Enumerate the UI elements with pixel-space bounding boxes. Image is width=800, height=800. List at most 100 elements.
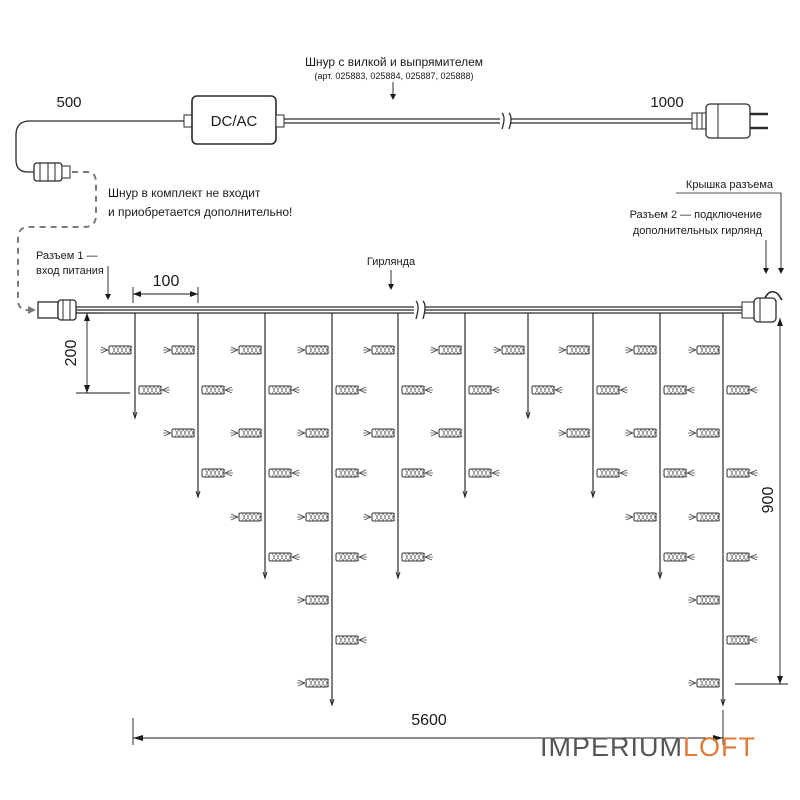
led-bulb-icon xyxy=(230,345,263,355)
brand-part-1: IMPERIUM xyxy=(540,732,683,762)
led-bulb-icon xyxy=(268,385,300,395)
led-bulb-icon xyxy=(688,595,721,605)
led-bulb-icon xyxy=(596,385,628,395)
garland-drop xyxy=(100,313,170,420)
led-bulb-icon xyxy=(401,468,433,478)
drop-end xyxy=(132,411,138,420)
dimension-total-length: 5600 xyxy=(132,710,724,745)
garland-drop xyxy=(163,313,233,499)
cord-right-length: 1000 xyxy=(650,94,683,111)
led-bulb-icon xyxy=(363,428,396,438)
led-bulb-icon xyxy=(297,345,330,355)
garland-drop xyxy=(688,313,758,707)
garland-drops xyxy=(100,313,758,707)
cord-articles: (арт. 025883, 025884, 025887, 025888) xyxy=(314,71,473,81)
led-bulb-icon xyxy=(138,385,170,395)
note-connector-2-b: дополнительных гирлянд xyxy=(633,225,763,237)
led-bulb-icon xyxy=(493,345,526,355)
dimension-pitch: 100 xyxy=(132,273,199,303)
garland-drop xyxy=(297,313,367,707)
led-bulb-icon xyxy=(558,345,591,355)
led-bulb-icon xyxy=(100,345,133,355)
led-bulb-icon xyxy=(297,512,330,522)
led-bulb-icon xyxy=(297,595,330,605)
drop-end xyxy=(329,698,335,707)
adapter-label: DC/AC xyxy=(211,113,258,130)
connector-2-icon xyxy=(741,290,783,323)
garland-drop xyxy=(363,313,433,580)
led-bulb-icon xyxy=(726,552,758,562)
drop-end xyxy=(657,571,663,580)
led-bulb-icon xyxy=(335,635,367,645)
led-bulb-icon xyxy=(401,385,433,395)
drop-end xyxy=(720,698,726,707)
led-bulb-icon xyxy=(297,428,330,438)
dimension-total-length-label: 5600 xyxy=(411,712,447,729)
led-bulb-icon xyxy=(726,635,758,645)
led-bulb-icon xyxy=(335,385,367,395)
garland-drop xyxy=(625,313,695,580)
dimension-max-drop: 900 xyxy=(735,318,788,685)
drop-end xyxy=(525,411,531,420)
led-bulb-icon xyxy=(663,468,695,478)
led-bulb-icon xyxy=(558,428,591,438)
led-bulb-icon xyxy=(163,345,196,355)
dimension-pitch-label: 100 xyxy=(153,273,180,290)
led-bulb-icon xyxy=(596,468,628,478)
led-bulb-icon xyxy=(625,428,658,438)
connector-1-icon xyxy=(37,301,59,319)
led-bulb-icon xyxy=(468,468,500,478)
note-garland: Гирлянда xyxy=(367,256,416,268)
led-bulb-icon xyxy=(230,512,263,522)
brand-part-2: LOFT xyxy=(683,732,757,762)
led-bulb-icon xyxy=(335,552,367,562)
power-cord: DC/AC xyxy=(15,95,768,182)
led-bulb-icon xyxy=(363,512,396,522)
dimension-first-drop-label: 200 xyxy=(63,340,80,367)
led-bulb-icon xyxy=(230,428,263,438)
optional-cord-link xyxy=(17,171,97,311)
drop-end xyxy=(590,490,596,499)
led-bulb-icon xyxy=(468,385,500,395)
led-bulb-icon xyxy=(688,678,721,688)
garland-main-wire xyxy=(37,290,783,323)
cord-left-length: 500 xyxy=(56,94,81,111)
led-bulb-icon xyxy=(688,512,721,522)
power-plug-icon xyxy=(691,103,768,139)
led-bulb-icon xyxy=(726,468,758,478)
garland-drop xyxy=(230,313,300,580)
brand-logo: IMPERIUMLOFT xyxy=(540,732,756,768)
led-bulb-icon xyxy=(268,552,300,562)
led-bulb-icon xyxy=(363,345,396,355)
note-not-included-2: и приобретается дополнительно! xyxy=(108,205,292,219)
led-bulb-icon xyxy=(163,428,196,438)
connector-cap-icon xyxy=(764,290,783,301)
led-bulb-icon xyxy=(663,552,695,562)
led-bulb-icon xyxy=(625,512,658,522)
led-bulb-icon xyxy=(401,552,433,562)
led-bulb-icon xyxy=(201,385,233,395)
led-bulb-icon xyxy=(726,385,758,395)
led-bulb-icon xyxy=(663,385,695,395)
drop-end xyxy=(395,571,401,580)
led-bulb-icon xyxy=(430,428,463,438)
garland-drop xyxy=(558,313,628,499)
note-connector-1-a: Разъем 1 — xyxy=(36,250,98,262)
note-connector-cap: Крышка разъема xyxy=(686,179,774,191)
dimension-max-drop-label: 900 xyxy=(760,487,777,514)
garland-drop xyxy=(430,313,500,499)
drop-end xyxy=(462,490,468,499)
drop-end xyxy=(195,490,201,499)
cord-title: Шнур с вилкой и выпрямителем xyxy=(305,55,483,69)
garland-drop xyxy=(493,313,563,420)
led-bulb-icon xyxy=(297,678,330,688)
led-bulb-icon xyxy=(625,345,658,355)
led-bulb-icon xyxy=(531,385,563,395)
led-bulb-icon xyxy=(688,345,721,355)
note-connector-1-b: вход питания xyxy=(36,265,104,277)
drop-end xyxy=(262,571,268,580)
note-connector-2-a: Разъем 2 — подключение xyxy=(630,209,762,221)
dimension-first-drop: 200 xyxy=(63,312,130,394)
note-not-included-1: Шнур в комплект не входит xyxy=(108,186,261,200)
